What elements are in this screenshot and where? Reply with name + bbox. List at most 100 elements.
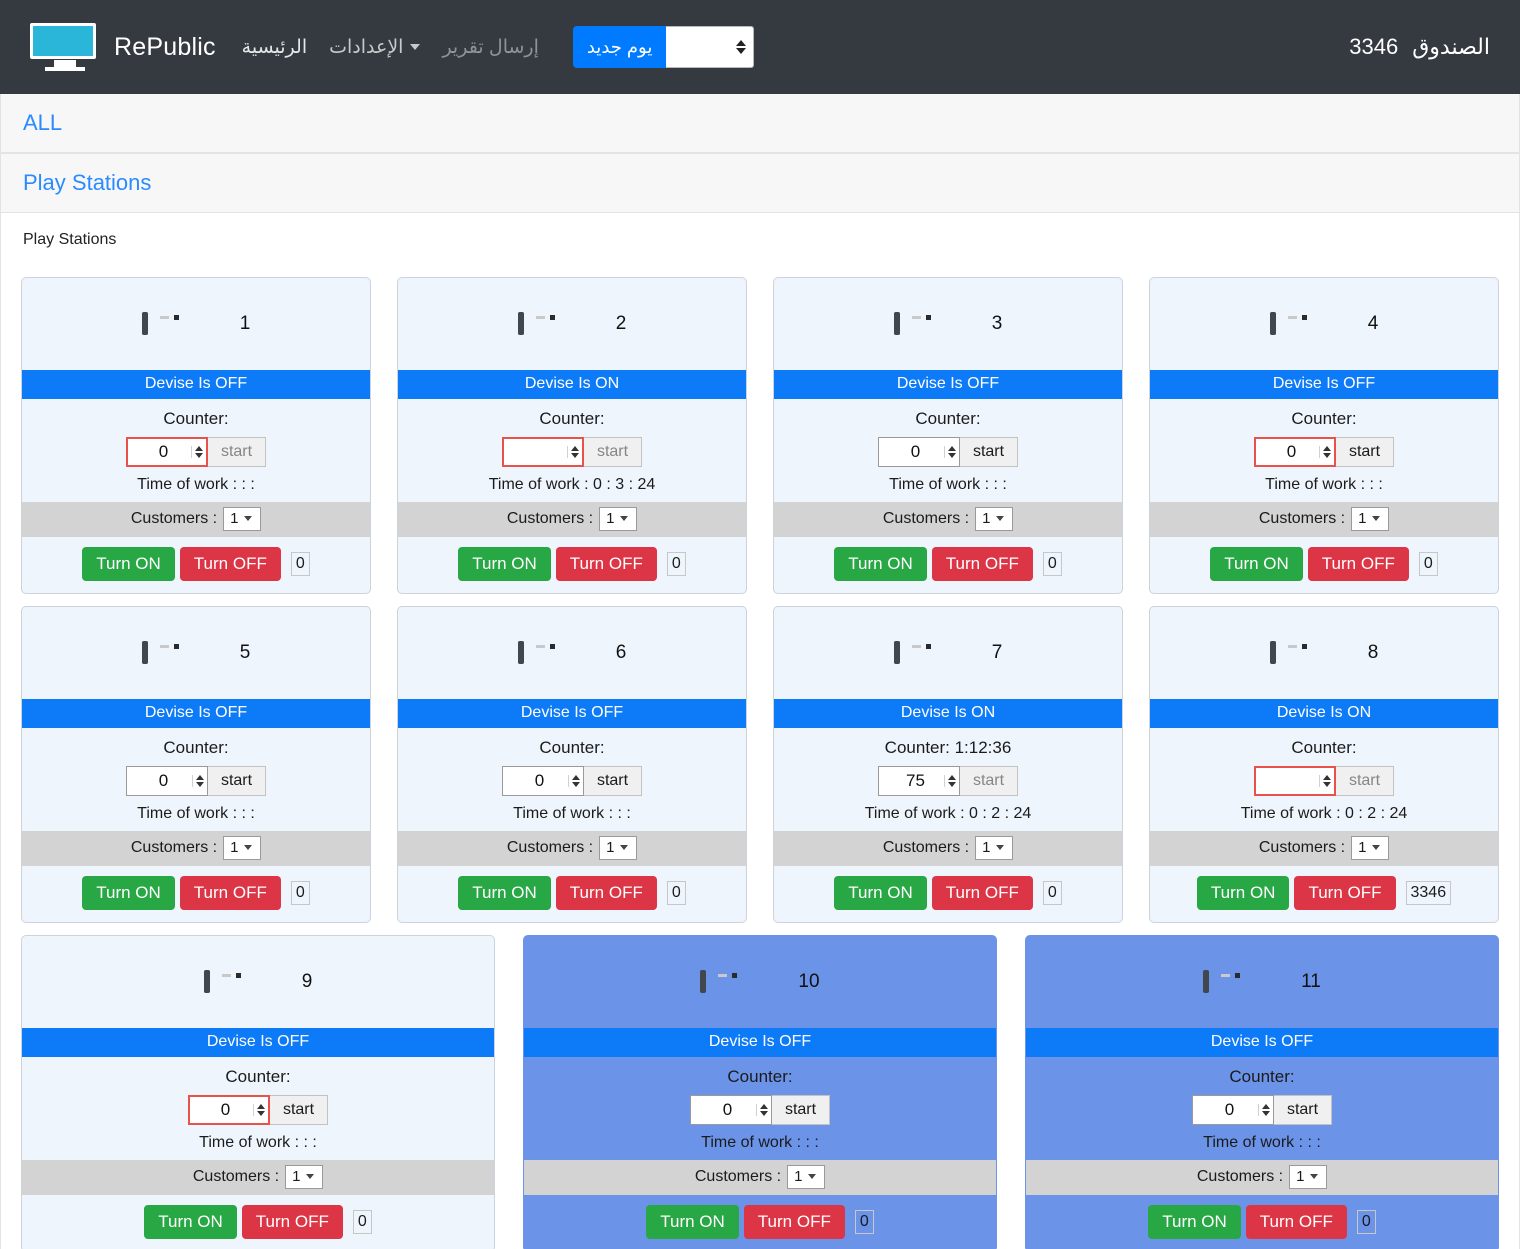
- station-card[interactable]: 9 Devise Is OFF Counter: 0 start Time of…: [21, 935, 495, 1249]
- turn-on-button[interactable]: Turn ON: [82, 547, 175, 581]
- counter-input[interactable]: 0: [690, 1095, 772, 1125]
- start-button[interactable]: start: [584, 766, 642, 796]
- turn-off-button[interactable]: Turn OFF: [1294, 876, 1396, 910]
- customers-select[interactable]: 1: [599, 507, 638, 531]
- spinner-icon[interactable]: [944, 446, 956, 458]
- customers-select[interactable]: 1: [285, 1165, 324, 1189]
- spinner-icon[interactable]: [568, 775, 580, 787]
- turn-off-button[interactable]: Turn OFF: [179, 547, 281, 581]
- counter-input[interactable]: 0: [188, 1095, 270, 1125]
- station-number: 11: [1301, 971, 1321, 992]
- nav-links: الرئيسية الإعدادات إرسال تقرير يوم جديد: [242, 26, 755, 68]
- station-card[interactable]: 8 Devise Is ON Counter: start Time of wo…: [1149, 606, 1499, 923]
- station-card[interactable]: 4 Devise Is OFF Counter: 0 start Time of…: [1149, 277, 1499, 594]
- station-card-body: Counter: 0 start Time of work : : :: [1026, 1057, 1498, 1160]
- turn-on-button[interactable]: Turn ON: [144, 1205, 237, 1239]
- start-button[interactable]: start: [1336, 766, 1394, 796]
- turn-off-button[interactable]: Turn OFF: [555, 547, 657, 581]
- turn-on-button[interactable]: Turn ON: [834, 547, 927, 581]
- customers-select[interactable]: 1: [223, 836, 262, 860]
- monitor-icon: [1203, 970, 1267, 993]
- turn-on-button[interactable]: Turn ON: [834, 876, 927, 910]
- brand[interactable]: RePublic: [30, 23, 216, 71]
- spinner-icon[interactable]: [1319, 775, 1331, 787]
- turn-off-button[interactable]: Turn OFF: [179, 876, 281, 910]
- start-button[interactable]: start: [1336, 437, 1394, 467]
- station-card-body: Counter: 0 start Time of work : : :: [398, 728, 746, 831]
- station-card[interactable]: 1 Devise Is OFF Counter: 0 start Time of…: [21, 277, 371, 594]
- turn-off-button[interactable]: Turn OFF: [555, 876, 657, 910]
- new-day-button[interactable]: يوم جديد: [572, 26, 667, 68]
- turn-off-button[interactable]: Turn OFF: [241, 1205, 343, 1239]
- turn-on-button[interactable]: Turn ON: [1148, 1205, 1241, 1239]
- spinner-icon[interactable]: [944, 775, 956, 787]
- spinner-icon[interactable]: [756, 1104, 768, 1116]
- customers-select[interactable]: 1: [975, 507, 1014, 531]
- nav-link-settings[interactable]: الإعدادات: [329, 36, 421, 59]
- counter-input[interactable]: 0: [1192, 1095, 1274, 1125]
- turn-off-button[interactable]: Turn OFF: [743, 1205, 845, 1239]
- customers-select-value: 1: [982, 510, 991, 527]
- counter-input[interactable]: 0: [126, 766, 208, 796]
- station-card[interactable]: 7 Devise Is ON Counter: 1:12:36 75 start…: [773, 606, 1123, 923]
- station-number: 7: [991, 642, 1003, 663]
- counter-input[interactable]: 0: [502, 766, 584, 796]
- nav-link-home[interactable]: الرئيسية: [241, 36, 308, 58]
- counter-input[interactable]: 0: [1254, 437, 1336, 467]
- customers-select-value: 1: [1296, 1168, 1305, 1185]
- turn-on-button[interactable]: Turn ON: [646, 1205, 739, 1239]
- start-button[interactable]: start: [1274, 1095, 1332, 1125]
- spinner-icon[interactable]: [253, 1104, 265, 1116]
- spinner-icon[interactable]: [1319, 446, 1331, 458]
- start-button[interactable]: start: [208, 437, 266, 467]
- panel-header-play-stations[interactable]: Play Stations: [1, 154, 1519, 213]
- station-row: 9 Devise Is OFF Counter: 0 start Time of…: [21, 935, 1499, 1249]
- start-button[interactable]: start: [960, 437, 1018, 467]
- spinner-icon[interactable]: [567, 446, 579, 458]
- customers-select[interactable]: 1: [599, 836, 638, 860]
- station-card[interactable]: 5 Devise Is OFF Counter: 0 start Time of…: [21, 606, 371, 923]
- customers-select[interactable]: 1: [975, 836, 1014, 860]
- counter-input[interactable]: 0: [126, 437, 208, 467]
- customers-select[interactable]: 1: [787, 1165, 826, 1189]
- turn-on-button[interactable]: Turn ON: [458, 547, 551, 581]
- customers-select[interactable]: 1: [1351, 836, 1390, 860]
- customers-select[interactable]: 1: [1289, 1165, 1328, 1189]
- nav-link-send-report[interactable]: إرسال تقرير: [442, 36, 539, 58]
- counter-input[interactable]: [502, 437, 584, 467]
- turn-off-button[interactable]: Turn OFF: [1245, 1205, 1347, 1239]
- counter-label: Counter:: [539, 738, 605, 757]
- station-card[interactable]: 6 Devise Is OFF Counter: 0 start Time of…: [397, 606, 747, 923]
- turn-on-button[interactable]: Turn ON: [82, 876, 175, 910]
- turn-off-button[interactable]: Turn OFF: [931, 547, 1033, 581]
- counter-input[interactable]: [1254, 766, 1336, 796]
- customers-select[interactable]: 1: [1351, 507, 1390, 531]
- turn-off-button[interactable]: Turn OFF: [1307, 547, 1409, 581]
- start-button[interactable]: start: [208, 766, 266, 796]
- station-card[interactable]: 2 Devise Is ON Counter: start Time of wo…: [397, 277, 747, 594]
- turn-on-button[interactable]: Turn ON: [1196, 876, 1290, 910]
- station-card[interactable]: 10 Devise Is OFF Counter: 0 start Time o…: [523, 935, 997, 1249]
- start-button[interactable]: start: [270, 1095, 328, 1125]
- counter-input[interactable]: 0: [878, 437, 960, 467]
- customers-select[interactable]: 1: [223, 507, 262, 531]
- start-button[interactable]: start: [584, 437, 642, 467]
- station-card[interactable]: 11 Devise Is OFF Counter: 0 start Time o…: [1025, 935, 1499, 1249]
- status-badge: Devise Is ON: [1150, 699, 1498, 728]
- station-card-footer: Turn ON Turn OFF 0: [524, 1195, 996, 1249]
- spinner-icon[interactable]: [191, 446, 203, 458]
- turn-off-button[interactable]: Turn OFF: [931, 876, 1033, 910]
- time-of-work: Time of work : : :: [889, 476, 1007, 493]
- counter-row: 0 start: [22, 437, 370, 467]
- panel-header-all[interactable]: ALL: [1, 94, 1519, 153]
- counter-input[interactable]: 75: [878, 766, 960, 796]
- spinner-icon[interactable]: [734, 40, 748, 54]
- turn-on-button[interactable]: Turn ON: [1210, 547, 1303, 581]
- start-button[interactable]: start: [772, 1095, 830, 1125]
- spinner-icon[interactable]: [1258, 1104, 1270, 1116]
- start-button[interactable]: start: [960, 766, 1018, 796]
- spinner-icon[interactable]: [192, 775, 204, 787]
- new-day-input[interactable]: [666, 26, 755, 68]
- turn-on-button[interactable]: Turn ON: [458, 876, 551, 910]
- station-card[interactable]: 3 Devise Is OFF Counter: 0 start Time of…: [773, 277, 1123, 594]
